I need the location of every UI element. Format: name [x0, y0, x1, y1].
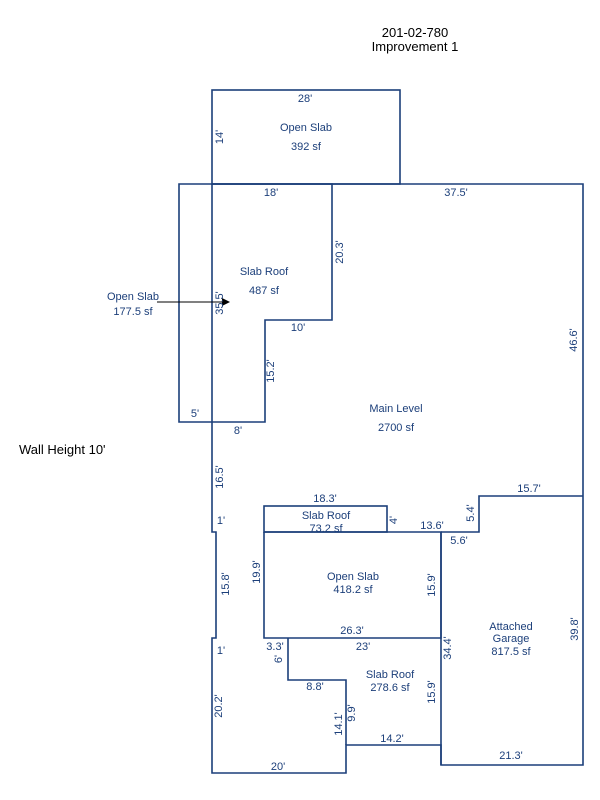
dim-label: 20.3'	[334, 240, 346, 264]
slab-roof-left-sf: 487 sf	[249, 285, 280, 297]
slab-roof-small-label: Slab Roof	[302, 510, 351, 522]
dim-label: 26.3'	[340, 625, 364, 637]
improvement-label: Improvement 1	[372, 39, 459, 54]
slab-roof-left-label: Slab Roof	[240, 266, 289, 278]
garage-sf: 817.5 sf	[491, 646, 531, 658]
dim-label: 23'	[356, 641, 370, 653]
garage-step-wall	[441, 495, 583, 533]
dim-label: 20'	[271, 761, 285, 773]
main-level-outline	[211, 183, 584, 774]
dim-label: 20.2'	[213, 694, 225, 718]
dim-label: 1'	[217, 645, 225, 657]
dim-label: 18.3'	[313, 493, 337, 505]
dim-label: 34.4'	[442, 636, 454, 660]
dim-label: 15.9'	[426, 680, 438, 704]
pointer-arrowhead	[222, 298, 230, 306]
garage-label-line1: Attached	[489, 621, 532, 633]
dim-label: 14.2'	[380, 733, 404, 745]
open-slab-center-label: Open Slab	[327, 571, 379, 583]
dim-label: 35.5'	[214, 291, 226, 315]
dim-label: 8'	[234, 425, 242, 437]
dim-label: 14'	[214, 130, 226, 144]
dim-label: 10'	[291, 322, 305, 334]
dim-label: 15.7'	[517, 483, 541, 495]
open-slab-side-outline	[178, 183, 212, 423]
dim-label: 14.1'	[333, 712, 345, 736]
dim-label: 5.4'	[465, 504, 477, 521]
open-slab-top-sf: 392 sf	[291, 141, 322, 153]
dim-label: 5'	[191, 408, 199, 420]
slab-roof-bottom-outline	[287, 638, 347, 745]
dim-label: 15.9'	[426, 573, 438, 597]
wall-height-note: Wall Height 10'	[19, 442, 106, 457]
dim-label: 15.8'	[220, 572, 232, 596]
dim-label: 13.6'	[420, 520, 444, 532]
dim-label: 39.8'	[569, 617, 581, 641]
dim-label: 5.6'	[450, 535, 467, 547]
dim-label: 8.8'	[306, 681, 323, 693]
garage-label-line2: Garage	[493, 633, 530, 645]
slab-roof-small-sf: 73.2 sf	[309, 523, 343, 535]
open-slab-side-label: Open Slab	[107, 291, 159, 303]
dim-label: 19.9'	[251, 560, 263, 584]
main-level-label: Main Level	[369, 403, 422, 415]
slab-roof-left-outline	[212, 183, 333, 423]
dim-label: 28'	[298, 93, 312, 105]
open-slab-center-sf: 418.2 sf	[333, 584, 373, 596]
dim-label: 9.9'	[346, 704, 358, 721]
open-slab-top-label: Open Slab	[280, 122, 332, 134]
parcel-number: 201-02-780	[382, 25, 449, 40]
dim-label: 1'	[217, 515, 225, 527]
dim-label: 46.6'	[568, 328, 580, 352]
dim-label: 3.3'	[266, 641, 283, 653]
slab-roof-bottom-label: Slab Roof	[366, 669, 415, 681]
dim-label: 21.3'	[499, 750, 523, 762]
dim-label: 15.2'	[265, 359, 277, 383]
slab-roof-bottom-sf: 278.6 sf	[370, 682, 410, 694]
main-level-sf: 2700 sf	[378, 422, 415, 434]
dim-label: 4'	[388, 516, 400, 524]
dim-label: 6'	[273, 655, 285, 663]
open-slab-side-sf: 177.5 sf	[113, 306, 153, 318]
dim-label: 18'	[264, 187, 278, 199]
dim-label: 37.5'	[444, 187, 468, 199]
dim-label: 16.5'	[214, 465, 226, 489]
